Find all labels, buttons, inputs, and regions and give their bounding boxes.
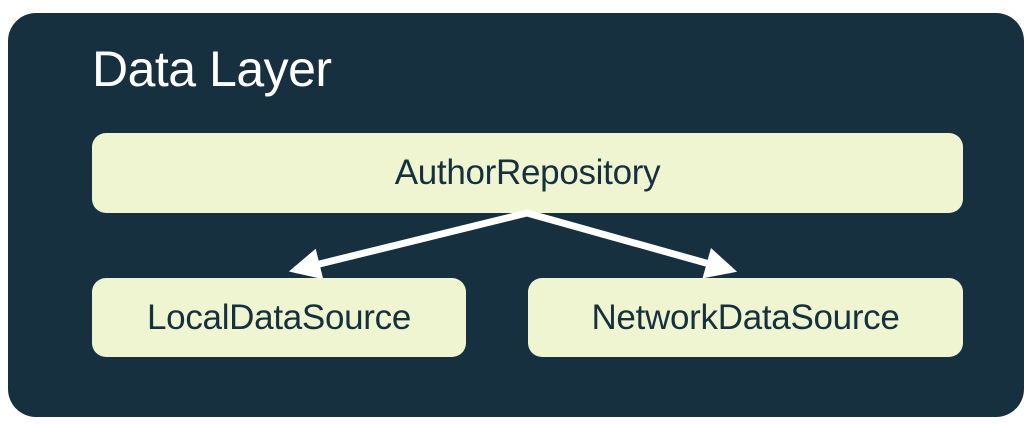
node-network-data-source-label: NetworkDataSource bbox=[591, 297, 900, 337]
node-author-repository: AuthorRepository bbox=[92, 133, 963, 213]
node-local-data-source: LocalDataSource bbox=[92, 278, 466, 357]
node-author-repository-label: AuthorRepository bbox=[394, 153, 661, 192]
diagram-title: Data Layer bbox=[92, 41, 332, 97]
node-local-data-source-label: LocalDataSource bbox=[147, 297, 411, 337]
node-network-data-source: NetworkDataSource bbox=[528, 278, 963, 357]
